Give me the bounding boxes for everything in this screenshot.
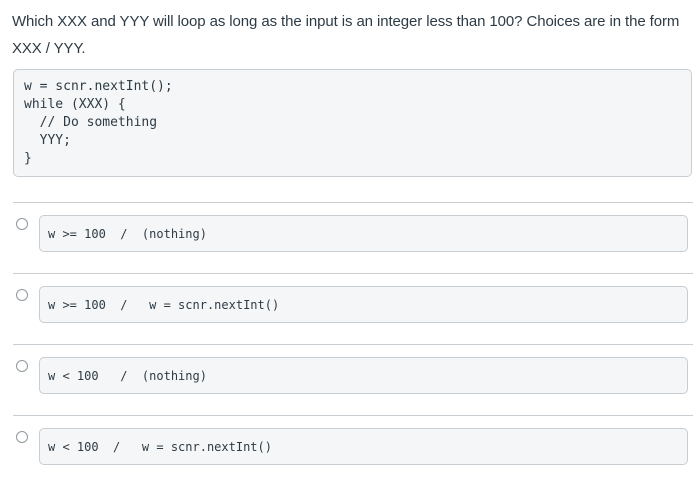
answer-code-option-4[interactable]: w < 100 / w = scnr.nextInt() bbox=[39, 428, 688, 465]
radio-button-option-3[interactable] bbox=[16, 360, 28, 372]
radio-button-option-1[interactable] bbox=[16, 218, 28, 230]
answer-option-4: w < 100 / w = scnr.nextInt() bbox=[13, 415, 693, 478]
answer-option-1: w >= 100 / (nothing) bbox=[13, 202, 693, 273]
question-code-block: w = scnr.nextInt(); while (XXX) { // Do … bbox=[13, 69, 692, 177]
answer-options-list: w >= 100 / (nothing) w >= 100 / w = scnr… bbox=[13, 202, 693, 478]
quiz-question-page: Which XXX and YYY will loop as long as t… bbox=[0, 8, 699, 485]
question-text: Which XXX and YYY will loop as long as t… bbox=[12, 13, 680, 57]
radio-button-option-2[interactable] bbox=[16, 289, 28, 301]
answer-code-option-2[interactable]: w >= 100 / w = scnr.nextInt() bbox=[39, 286, 688, 323]
answer-code-option-3[interactable]: w < 100 / (nothing) bbox=[39, 357, 688, 394]
answer-option-3: w < 100 / (nothing) bbox=[13, 344, 693, 415]
answer-code-option-1[interactable]: w >= 100 / (nothing) bbox=[39, 215, 688, 252]
radio-button-option-4[interactable] bbox=[16, 431, 28, 443]
answer-option-2: w >= 100 / w = scnr.nextInt() bbox=[13, 273, 693, 344]
